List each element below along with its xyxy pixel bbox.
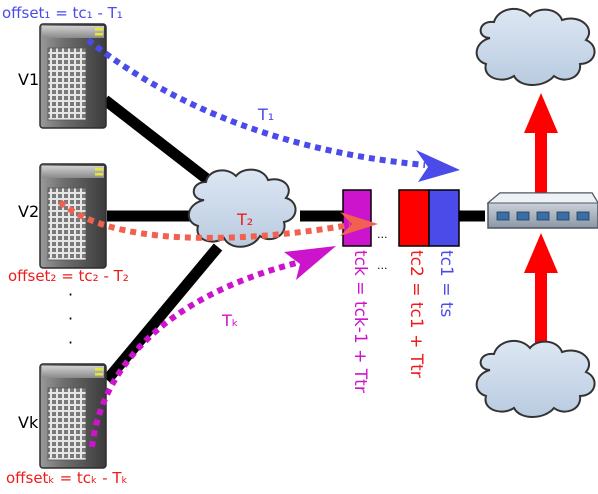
flow-t1-path: [86, 37, 426, 168]
arrow-head-up-icon: [524, 93, 558, 133]
bottom-cloud-icon: [475, 339, 596, 418]
queue: [342, 189, 460, 247]
queue-slot-tc2-equation: tc2 = tc1 + Ttr: [406, 250, 426, 378]
server-vk-icon: [39, 363, 107, 469]
queue-slot-tc1-equation: tc1 = ts: [436, 250, 456, 318]
server-vk-label: Vk: [18, 413, 39, 432]
server-v2-label: V2: [18, 202, 40, 221]
switch-icon: [486, 192, 598, 229]
queue-gap-dots: ...: [377, 228, 388, 241]
queue-slot-tck-equation: tck = tck-1 + Ttr: [350, 250, 370, 393]
offset-vk-label: offsetₖ = tcₖ - Tₖ: [6, 469, 128, 487]
server-v2-icon: [39, 163, 107, 269]
queue-gap-dots: ...: [377, 259, 388, 272]
flow-t2-arrowhead-icon: [340, 212, 378, 236]
link-vk-cloud: [102, 243, 223, 384]
flow-t2-label: T₂: [237, 210, 254, 229]
arrow-head-up-icon: [524, 233, 558, 273]
server-ellipsis: · · ·: [68, 285, 74, 352]
link-v1-cloud: [101, 95, 216, 188]
flow-paths: [58, 37, 460, 448]
top-cloud-icon: [475, 7, 596, 86]
network-links: [101, 95, 485, 384]
server-v1-label: V1: [18, 70, 40, 89]
uplink-arrows: [524, 93, 558, 345]
offset-v2-label: offset₂ = tc₂ - T₂: [8, 267, 129, 285]
queue-slot-tc2: [398, 189, 430, 247]
flow-tk-path: [89, 259, 301, 448]
center-cloud-icon: [188, 168, 297, 248]
flow-t1-label: T₁: [258, 105, 275, 124]
flow-tk-arrowhead-icon: [284, 246, 336, 280]
flow-tk-label: Tₖ: [222, 311, 239, 330]
server-v1-icon: [39, 23, 107, 129]
flow-t1-arrowhead-icon: [416, 150, 460, 182]
offset-v1-label: offset₁ = tc₁ - T₁: [2, 4, 123, 22]
queue-slot-tc1: [428, 189, 460, 247]
flow-t2-path: [58, 199, 351, 241]
